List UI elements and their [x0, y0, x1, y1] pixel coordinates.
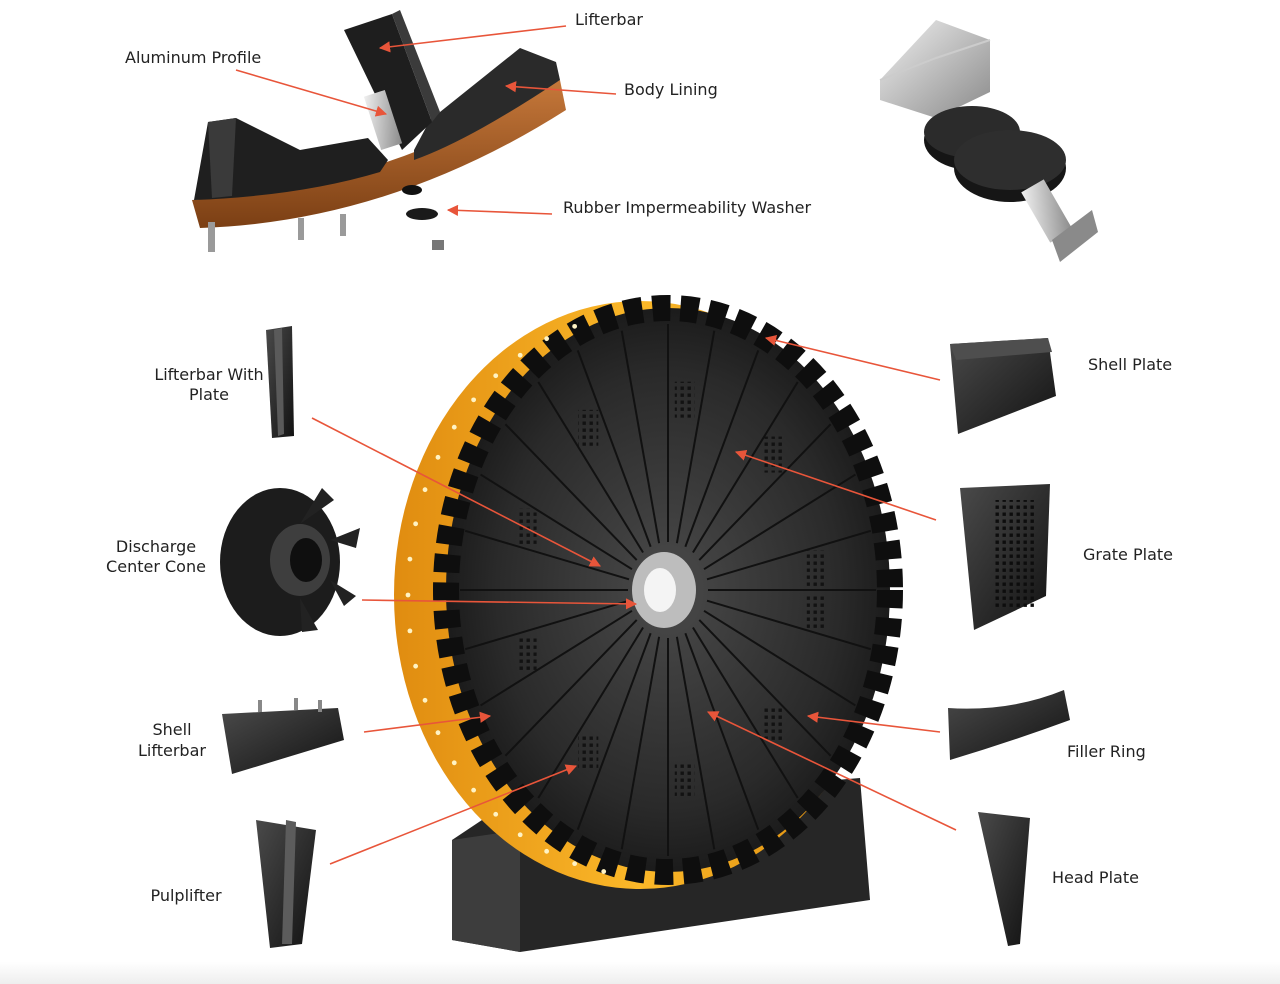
grate-segment-divider [620, 330, 661, 544]
grate-segment-divider [576, 632, 652, 831]
label-shell-lifterbar-line2: Lifterbar [138, 741, 206, 760]
grate-plate-segments [460, 324, 876, 856]
grate-segment-divider [703, 609, 856, 707]
arrow-shell-lifterbar [363, 711, 492, 733]
grate-segment-divider [504, 619, 638, 757]
arrow-pulplifter [329, 764, 578, 865]
arrow-shell-plate [764, 334, 941, 381]
label-aluminum-profile: Aluminum Profile [125, 48, 261, 67]
rim-bolts [405, 323, 607, 874]
label-lifterbar-with-plate-line2: Plate [189, 385, 229, 404]
label-grate-plate: Grate Plate [1083, 545, 1173, 564]
arrow-body-lining [504, 81, 617, 95]
lifterbar-with-plate-part [266, 326, 294, 438]
arrow-grate-plate [734, 449, 937, 521]
rim-bolt [471, 787, 477, 793]
grate-segment-divider [537, 381, 644, 553]
rim-bolt [493, 811, 499, 817]
label-shell-plate: Shell Plate [1088, 355, 1172, 374]
grate-hole-pattern [763, 707, 784, 744]
grate-hole-pattern [674, 762, 695, 799]
shell-lifterbar-part [222, 698, 344, 774]
grate-hole-pattern [578, 409, 599, 446]
label-discharge-cone-line2: Center Cone [106, 557, 206, 576]
grate-segment-divider [706, 529, 872, 581]
rim-bolt [572, 861, 578, 867]
rim-bolt [451, 424, 457, 430]
grate-segment-divider [692, 381, 799, 553]
grate-segment-divider [698, 423, 832, 561]
rim-bolt [493, 373, 499, 379]
grate-segment-divider [684, 632, 760, 831]
grate-segment-divider [464, 529, 630, 581]
pulplifter-part [256, 820, 316, 948]
grate-hole-pattern [806, 550, 827, 587]
arrow-filler-ring [806, 711, 941, 733]
mill-drum [394, 295, 903, 952]
arrow-rubber-washer [446, 204, 553, 216]
grate-hole-pattern [578, 734, 599, 771]
rim-bolt [413, 521, 419, 527]
grate-hole-pattern [516, 508, 537, 545]
arrow-lifterbar [378, 25, 567, 53]
body-lining-assembly [192, 10, 566, 252]
rim-bolt [572, 323, 578, 329]
label-pulplifter: Pulplifter [150, 886, 221, 905]
label-head-plate: Head Plate [1052, 868, 1139, 887]
filler-ring-part [948, 690, 1070, 760]
grate-segment-divider [675, 636, 716, 850]
grate-segment-divider [706, 599, 872, 651]
discharge-center-cone-part [220, 488, 360, 636]
label-filler-ring: Filler Ring [1067, 742, 1146, 761]
rim-bolt [413, 663, 419, 669]
grate-segment-divider [504, 423, 638, 561]
grate-segment-divider [698, 619, 832, 757]
label-lifterbar: Lifterbar [575, 10, 643, 29]
grate-segment-divider [684, 349, 760, 548]
rim-bolt [517, 352, 523, 358]
rim-bolt [435, 730, 441, 736]
arrow-discharge-cone [361, 598, 638, 610]
head-plate-part [978, 812, 1030, 946]
bottom-fade [0, 962, 1280, 984]
grate-segment-divider [620, 636, 661, 850]
rim-bolt [601, 869, 607, 874]
label-shell-lifterbar: Shell [152, 720, 191, 739]
rim-bolt [451, 760, 457, 766]
grate-segment-divider [703, 473, 856, 571]
arrow-lifterbar-with-plate [311, 417, 601, 567]
rim-bolt [407, 556, 413, 562]
label-lifterbar-with-plate: Lifterbar With [154, 365, 263, 384]
grate-segment-divider [675, 330, 716, 544]
arrow-aluminum-profile [235, 69, 388, 117]
grate-hole-pattern [674, 381, 695, 418]
rim-bolt [422, 697, 428, 703]
rim-bolt [544, 848, 550, 854]
rim-bolt [407, 628, 413, 634]
grate-segment-divider [480, 473, 633, 571]
rim-bolt [471, 397, 477, 403]
grate-hole-pattern [806, 593, 827, 630]
grate-segment-divider [464, 599, 630, 651]
grate-segment-divider [576, 349, 652, 548]
rim-bolt [405, 592, 411, 598]
arrow-head-plate [706, 711, 957, 831]
grate-hole-pattern [516, 635, 537, 672]
grate-segment-divider [480, 609, 633, 707]
rim-bolt [517, 832, 523, 838]
bolt-washer-assembly [879, 20, 1098, 262]
rim-bolt [422, 487, 428, 493]
label-rubber-washer: Rubber Impermeability Washer [563, 198, 811, 217]
rim-bolt [435, 454, 441, 460]
label-discharge-cone: Discharge [116, 537, 196, 556]
label-body-lining: Body Lining [624, 80, 718, 99]
part-labels: Lifterbar Aluminum Profile Body Lining R… [106, 10, 1173, 905]
leader-arrows [235, 25, 957, 865]
grate-segment-divider [537, 627, 644, 799]
rim-bolt [544, 336, 550, 342]
grate-plate-part [960, 484, 1050, 630]
grate-segment-divider [692, 627, 799, 799]
shell-plate-part [950, 338, 1056, 434]
